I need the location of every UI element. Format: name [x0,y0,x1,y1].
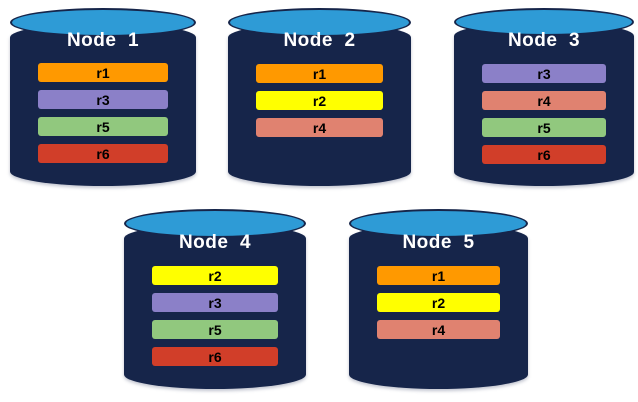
replica-bar[interactable]: r3 [38,90,168,109]
replica-stack: r1 r2 r4 [256,64,383,137]
replica-bar[interactable]: r2 [377,293,500,312]
replica-stack: r1 r3 r5 r6 [38,63,168,163]
replica-bar[interactable]: r4 [482,91,606,110]
cylinder-top-ellipse [349,209,528,238]
cylinder-top-ellipse [454,8,634,36]
replica-stack: r2 r3 r5 r6 [152,266,278,366]
replica-bar[interactable]: r6 [482,145,606,164]
cylinder-top-ellipse [228,8,411,37]
replica-bar[interactable]: r5 [38,117,168,136]
replica-bar[interactable]: r4 [256,118,383,137]
replica-bar[interactable]: r2 [152,266,278,285]
replica-bar[interactable]: r6 [152,347,278,366]
replica-stack: r3 r4 r5 r6 [482,64,606,164]
replica-bar[interactable]: r5 [152,320,278,339]
replica-bar[interactable]: r4 [377,320,500,339]
replica-bar[interactable]: r1 [38,63,168,82]
replica-bar[interactable]: r3 [152,293,278,312]
replica-bar[interactable]: r5 [482,118,606,137]
replica-bar[interactable]: r3 [482,64,606,83]
replica-bar[interactable]: r1 [377,266,500,285]
cylinder-top-ellipse [10,8,196,37]
replica-bar[interactable]: r6 [38,144,168,163]
replica-bar[interactable]: r2 [256,91,383,110]
cylinder-top-ellipse [124,209,306,238]
replica-stack: r1 r2 r4 [377,266,500,339]
replica-bar[interactable]: r1 [256,64,383,83]
